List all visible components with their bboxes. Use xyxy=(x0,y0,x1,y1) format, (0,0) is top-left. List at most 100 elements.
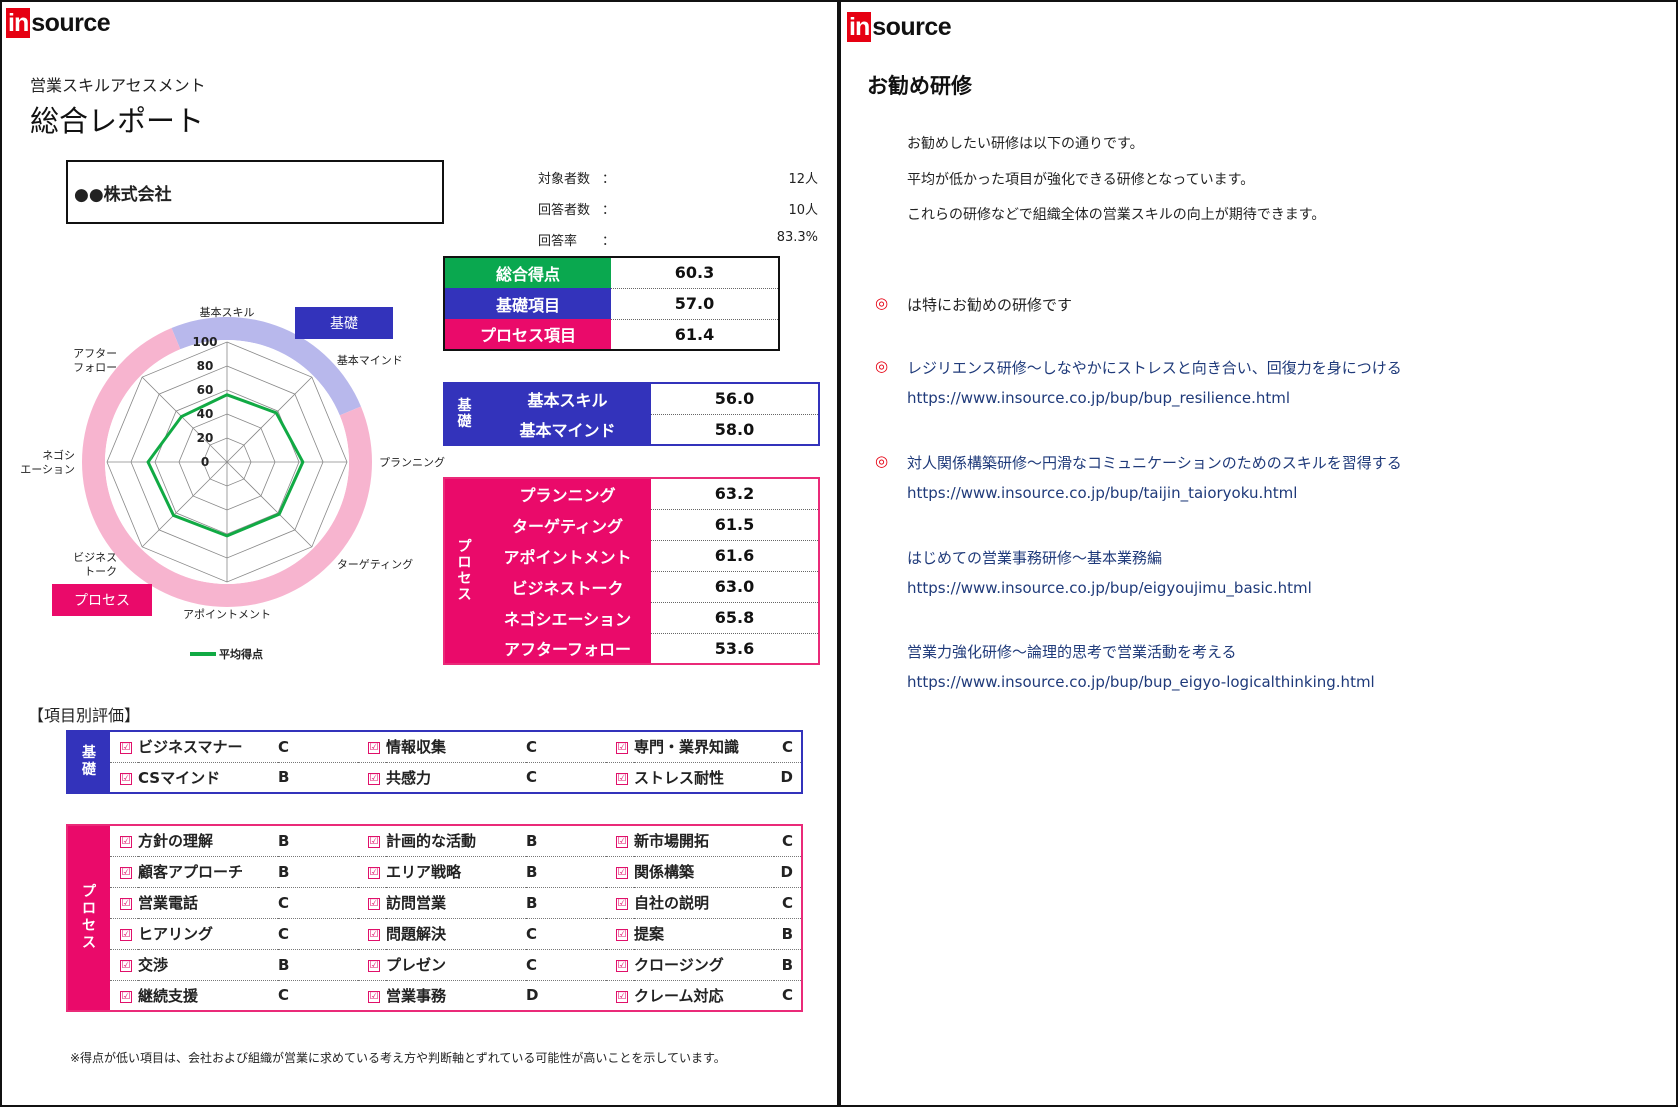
checkbox-checked-icon: ☑ xyxy=(358,762,386,793)
stat-response-rate: 回答率 ： 83.3% xyxy=(538,230,818,249)
process-row: ビジネストーク 63.0 xyxy=(444,571,819,603)
check-mark-icon: ☑ xyxy=(616,742,628,755)
logo-in: in xyxy=(6,8,31,38)
company-name-box: ●●株式会社 xyxy=(66,160,444,224)
process-side-label: プ ロ セ ス xyxy=(444,478,484,664)
kiso-item-value: 58.0 xyxy=(651,414,819,445)
check-mark-icon: ☑ xyxy=(120,742,132,755)
eval-item-grade: C xyxy=(781,986,793,1005)
process-row: アフターフォロー 53.6 xyxy=(444,633,819,664)
course-url-link[interactable]: https://www.insource.co.jp/bup/taijin_ta… xyxy=(907,484,1298,502)
insource-logo: in source xyxy=(847,12,952,42)
checkbox-checked-icon: ☑ xyxy=(358,918,386,950)
checkbox-checked-icon: ☑ xyxy=(606,825,634,857)
radar-category-label-line: トーク xyxy=(84,565,117,578)
checkbox-checked-icon: ☑ xyxy=(606,856,634,888)
eval-item-name: 計画的な活動 xyxy=(386,825,526,857)
eval-item-grade: B xyxy=(278,856,358,888)
checkbox-checked-icon: ☑ xyxy=(358,887,386,919)
radar-category-label: アフターフォロー xyxy=(73,347,117,374)
checkbox-checked-icon: ☑ xyxy=(110,762,138,793)
eval-item-name: 提案 xyxy=(634,918,774,950)
radar-category-label: ネゴシエーション xyxy=(20,448,75,476)
checkbox-checked-icon: ☑ xyxy=(606,949,634,981)
check-mark-icon: ☑ xyxy=(120,867,132,879)
process-item-value: 63.2 xyxy=(651,478,819,510)
kiso-score-value: 57.0 xyxy=(611,288,779,320)
course-url-link[interactable]: https://www.insource.co.jp/bup/bup_resil… xyxy=(907,389,1291,407)
checkbox-checked-icon: ☑ xyxy=(110,731,138,763)
check-mark-icon: ☑ xyxy=(368,867,380,879)
process-item-label: ネゴシエーション xyxy=(484,602,651,633)
stat-respondent-count: 回答者数 ： 10人 xyxy=(538,199,818,218)
eval-item-name: 新市場開拓 xyxy=(634,825,774,857)
stat-label: 対象者数 xyxy=(538,172,591,187)
eval-item-grade: D xyxy=(780,768,793,787)
stat-label: 回答者数 xyxy=(538,203,591,218)
eval-item-grade: C xyxy=(526,768,538,787)
eval-item-grade: B xyxy=(278,949,358,981)
recommend-mark-icon: ◎ xyxy=(875,357,889,375)
eval-item-grade: D xyxy=(774,856,802,888)
course-url-link[interactable]: https://www.insource.co.jp/bup/eigyoujim… xyxy=(907,579,1312,597)
process-table: プ ロ セ ス プランニング 63.2 ターゲティング 61.5 アポイントメン… xyxy=(443,477,820,665)
checkbox-checked-icon: ☑ xyxy=(606,918,634,950)
check-mark-icon: ☑ xyxy=(120,929,132,941)
check-mark-icon: ☑ xyxy=(368,772,380,785)
recommend-mark-icon: ◎ xyxy=(875,452,889,470)
checkbox-checked-icon: ☑ xyxy=(606,731,634,763)
totals-row: プロセス項目 61.4 xyxy=(444,319,779,350)
process-row: ターゲティング 61.5 xyxy=(444,509,819,541)
process-item-value: 61.5 xyxy=(651,509,819,541)
recommend-title: お勧め研修 xyxy=(867,74,972,98)
process-score-value: 61.4 xyxy=(611,319,779,350)
radar-category-label-line: ビジネス xyxy=(73,551,117,564)
evaluation-heading: 【項目別評価】 xyxy=(28,706,141,725)
check-mark-icon: ☑ xyxy=(120,990,132,1003)
check-mark-icon: ☑ xyxy=(120,960,132,972)
checkbox-checked-icon: ☑ xyxy=(358,980,386,1011)
eval-item-grade: C xyxy=(278,731,358,763)
eval-item-grade: C xyxy=(774,731,802,763)
eval-side-label: プ ロ セ ス xyxy=(67,825,110,1011)
radar-tick-label: 80 xyxy=(197,359,214,373)
eval-item-name: 共感力 xyxy=(386,768,432,787)
stat-colon: ： xyxy=(602,172,616,187)
course-url-link[interactable]: https://www.insource.co.jp/bup/bup_eigyo… xyxy=(907,673,1375,691)
eval-item-name: 情報収集 xyxy=(386,731,526,763)
radar-axis-line xyxy=(141,461,228,548)
eval-item-name: 自社の説明 xyxy=(634,887,774,919)
eval-item-name: 顧客アプローチ xyxy=(138,856,278,888)
eval-item-name: ストレス耐性 xyxy=(634,768,725,787)
check-mark-icon: ☑ xyxy=(616,929,628,941)
logo-source: source xyxy=(31,9,111,37)
eval-item-grade: C xyxy=(278,986,290,1005)
radar-category-label: ターゲティング xyxy=(337,557,413,571)
check-mark-icon: ☑ xyxy=(120,898,132,910)
radar-category-label-line: エーション xyxy=(20,463,75,476)
checkbox-checked-icon: ☑ xyxy=(358,949,386,981)
checkbox-checked-icon: ☑ xyxy=(358,825,386,857)
totals-row: 総合得点 60.3 xyxy=(444,257,779,289)
process-item-label: アフターフォロー xyxy=(484,633,651,664)
radar-category-label-line: ネゴシ xyxy=(42,448,75,462)
process-item-label: プランニング xyxy=(484,478,651,509)
kiso-side-label: 基 礎 xyxy=(444,383,484,445)
eval-item-grade: B xyxy=(278,768,290,787)
checkbox-checked-icon: ☑ xyxy=(110,856,138,888)
eval-item-name: クレーム対応 xyxy=(634,986,724,1005)
kiso-row: 基本マインド 58.0 xyxy=(444,414,819,445)
kiso-item-label: 基本マインド xyxy=(484,414,651,445)
check-mark-icon: ☑ xyxy=(616,990,628,1003)
report-page-right: in source お勧め研修 お勧めしたい研修は以下の通りです。 平均が低かっ… xyxy=(839,0,1678,1107)
check-mark-icon: ☑ xyxy=(368,990,380,1003)
kiso-item-label: 基本スキル xyxy=(484,383,651,414)
checkbox-checked-icon: ☑ xyxy=(110,918,138,950)
check-mark-icon: ☑ xyxy=(616,867,628,879)
kiso-row: 基 礎 基本スキル 56.0 xyxy=(444,383,819,445)
